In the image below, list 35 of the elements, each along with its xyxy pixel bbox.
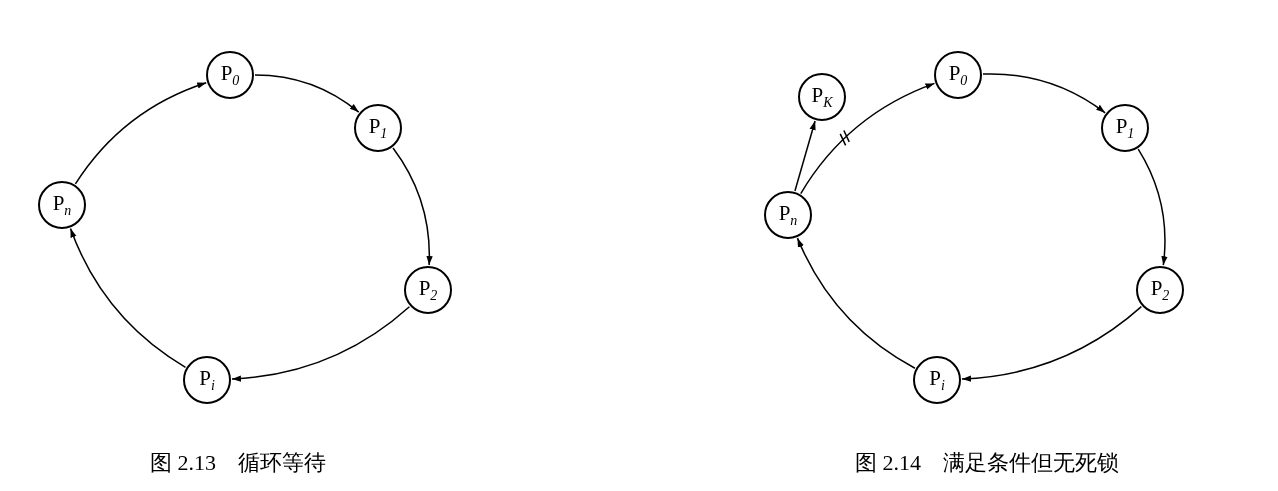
process-circle: [764, 191, 812, 239]
process-circle: [934, 51, 982, 99]
process-label: P$_{n}$: [778, 200, 798, 230]
process-label: P$_{i}$: [929, 365, 945, 395]
process-circle: [404, 266, 452, 314]
process-circle: [798, 73, 846, 121]
process-label: P$_{0}$: [948, 60, 968, 90]
arrow: [74, 81, 207, 185]
arrow: [231, 305, 411, 382]
process-circle: [354, 104, 402, 152]
process-label: P$_{2}$: [1150, 275, 1170, 305]
process-circle: [1136, 266, 1184, 314]
arrow: [794, 120, 816, 192]
figure-caption: 图 2.14 满足条件但无死锁: [855, 449, 1119, 477]
arrow: [254, 74, 360, 113]
arrow: [69, 227, 187, 369]
process-circle: [913, 356, 961, 404]
process-label: P$_{K}$: [811, 82, 833, 112]
process-circle: [38, 181, 86, 229]
process-label: P$_{1}$: [1115, 113, 1135, 143]
process-label: P$_{0}$: [220, 60, 240, 90]
process-label: P$_{2}$: [418, 275, 438, 305]
arrow: [982, 73, 1106, 114]
process-label: P$_{n}$: [52, 190, 72, 220]
arrow: [392, 147, 433, 266]
process-label: P$_{1}$: [368, 113, 388, 143]
process-label: P$_{i}$: [199, 365, 215, 395]
process-circle: [206, 51, 254, 99]
arrow: [796, 237, 916, 369]
figure-caption: 图 2.13 循环等待: [150, 449, 326, 477]
arrow: [1137, 148, 1168, 266]
arrow: [961, 305, 1143, 382]
process-circle: [183, 356, 231, 404]
process-circle: [1101, 104, 1149, 152]
arrow: [800, 82, 936, 195]
